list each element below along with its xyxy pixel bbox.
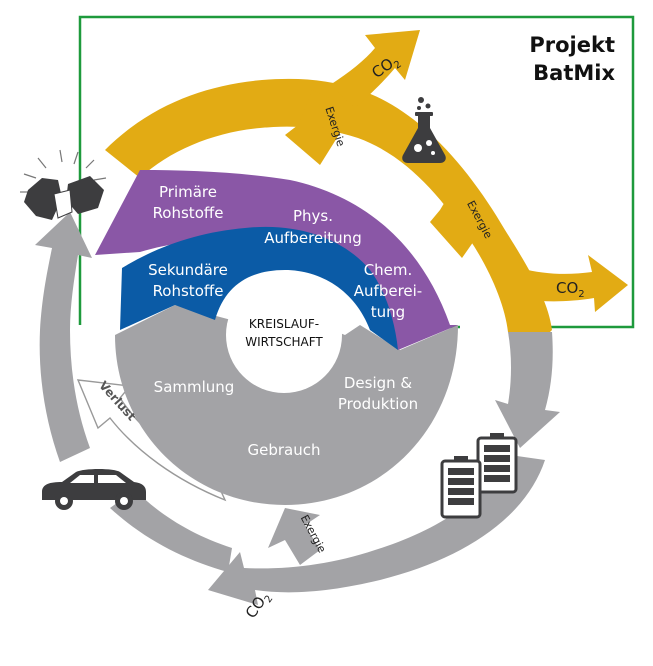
exergy-arrow-top — [285, 90, 345, 165]
label-primary-line2: Rohstoffe — [153, 204, 224, 222]
label-chem-line1: Chem. — [364, 261, 413, 279]
label-design-line1: Design & — [344, 374, 413, 392]
car-icon — [42, 469, 146, 510]
label-use: Gebrauch — [248, 441, 321, 459]
ring-grey-segment — [115, 305, 458, 505]
grey-arrow-bottom-left — [110, 490, 232, 572]
battery-icon — [440, 433, 518, 519]
ore-icon — [20, 149, 107, 220]
co2-arrow-right — [520, 255, 628, 312]
project-title-line2: BatMix — [533, 61, 615, 85]
flask-icon — [402, 97, 446, 163]
label-phys-line2: Aufbereitung — [264, 229, 361, 247]
ring-blue-segment — [120, 226, 398, 350]
label-collection: Sammlung — [154, 378, 235, 396]
ring-purple-segment — [95, 170, 458, 350]
co2-label-right: CO2 — [556, 279, 585, 300]
co2-arrow-top — [330, 30, 420, 108]
label-secondary-line1: Sekundäre — [148, 261, 228, 279]
grey-arrow-bottom — [208, 455, 545, 605]
ring-center — [226, 277, 342, 393]
grey-arrow-left — [35, 212, 92, 462]
project-title-line1: Projekt — [529, 33, 615, 57]
exergy-arrow-bottom — [268, 508, 320, 565]
label-secondary-line2: Rohstoffe — [153, 282, 224, 300]
label-chem-line2: Aufberei- — [354, 282, 422, 300]
exergy-arrow-right — [430, 185, 490, 258]
grey-arrow-right — [495, 332, 560, 448]
center-line1: KREISLAUF- — [249, 317, 319, 331]
label-design-line2: Produktion — [338, 395, 418, 413]
label-chem-line3: tung — [371, 303, 405, 321]
label-primary-line1: Primäre — [159, 183, 217, 201]
label-phys-line1: Phys. — [293, 207, 333, 225]
center-line2: WIRTSCHAFT — [245, 335, 323, 349]
